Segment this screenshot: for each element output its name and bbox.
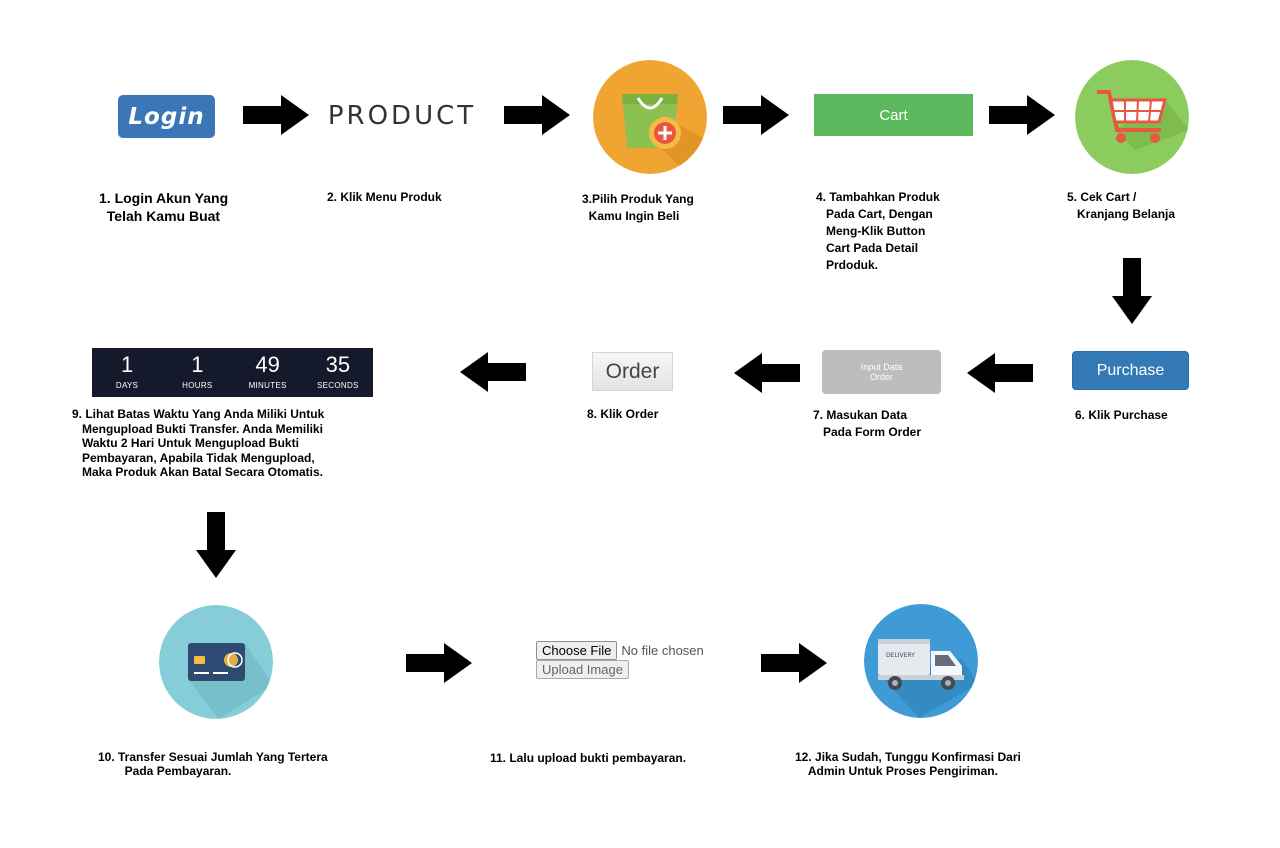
input-data-label-line1: Input Data: [860, 362, 903, 372]
step-6-caption: 6. Klik Purchase: [1075, 408, 1168, 422]
login-button: Login: [118, 95, 215, 138]
step-8-caption: 8. Klik Order: [587, 407, 659, 421]
step-1-caption: 1. Login Akun Yang Telah Kamu Buat: [99, 190, 229, 224]
timer-unit: DAYS: [115, 381, 139, 390]
no-file-text: No file chosen: [621, 643, 704, 658]
shopping-bag-icon: [593, 60, 707, 174]
choose-file-button[interactable]: Choose File: [536, 641, 618, 660]
step-10-caption: 10. Transfer Sesuai Jumlah Yang Tertera …: [98, 750, 328, 778]
left-arrow-icon: [460, 352, 526, 392]
right-arrow-icon: [723, 95, 789, 135]
credit-card-icon: [159, 605, 273, 719]
timer-unit: HOURS: [182, 381, 213, 390]
input-data-label-line2: Order: [869, 372, 893, 382]
file-input[interactable]: Choose File No file chosen: [536, 641, 704, 660]
right-arrow-icon: [243, 95, 309, 135]
timer-value: 49: [255, 352, 280, 377]
order-button: Order: [592, 352, 673, 391]
step-3-caption: 3.Pilih Produk Yang Kamu Ingin Beli: [582, 192, 694, 223]
down-arrow-icon: [196, 512, 236, 578]
right-arrow-icon: [761, 643, 827, 683]
timer-unit: MINUTES: [248, 381, 287, 390]
purchase-button: Purchase: [1072, 351, 1189, 390]
upload-image-button[interactable]: Upload Image: [536, 660, 629, 679]
timer-value: 1: [191, 352, 204, 377]
cart-button: Cart: [814, 94, 973, 136]
step-7-caption: 7. Masukan Data Pada Form Order: [813, 408, 922, 439]
right-arrow-icon: [406, 643, 472, 683]
right-arrow-icon: [989, 95, 1055, 135]
step-12-caption: 12. Jika Sudah, Tunggu Konfirmasi Dari A…: [795, 750, 1021, 778]
down-arrow-icon: [1112, 258, 1152, 324]
step-5-caption: 5. Cek Cart / Kranjang Belanja: [1067, 190, 1176, 221]
timer-value: 1: [121, 352, 134, 377]
timer-unit: SECONDS: [317, 381, 359, 390]
input-data-order-button: Input Data Order: [822, 350, 941, 394]
delivery-label: DELIVERY: [886, 652, 915, 659]
shopping-cart-icon: [1075, 60, 1189, 174]
step-2-caption: 2. Klik Menu Produk: [327, 190, 442, 204]
left-arrow-icon: [967, 353, 1033, 393]
right-arrow-icon: [504, 95, 570, 135]
step-11-caption: 11. Lalu upload bukti pembayaran.: [490, 751, 687, 765]
timer-value: 35: [325, 352, 351, 377]
product-menu-label: PRODUCT: [327, 101, 477, 131]
step-4-caption: 4. Tambahkan Produk Pada Cart, Dengan Me…: [816, 190, 940, 272]
delivery-truck-icon: DELIVERY: [864, 604, 978, 718]
step-9-caption: 9. Lihat Batas Waktu Yang Anda Miliki Un…: [72, 407, 325, 479]
left-arrow-icon: [734, 353, 800, 393]
